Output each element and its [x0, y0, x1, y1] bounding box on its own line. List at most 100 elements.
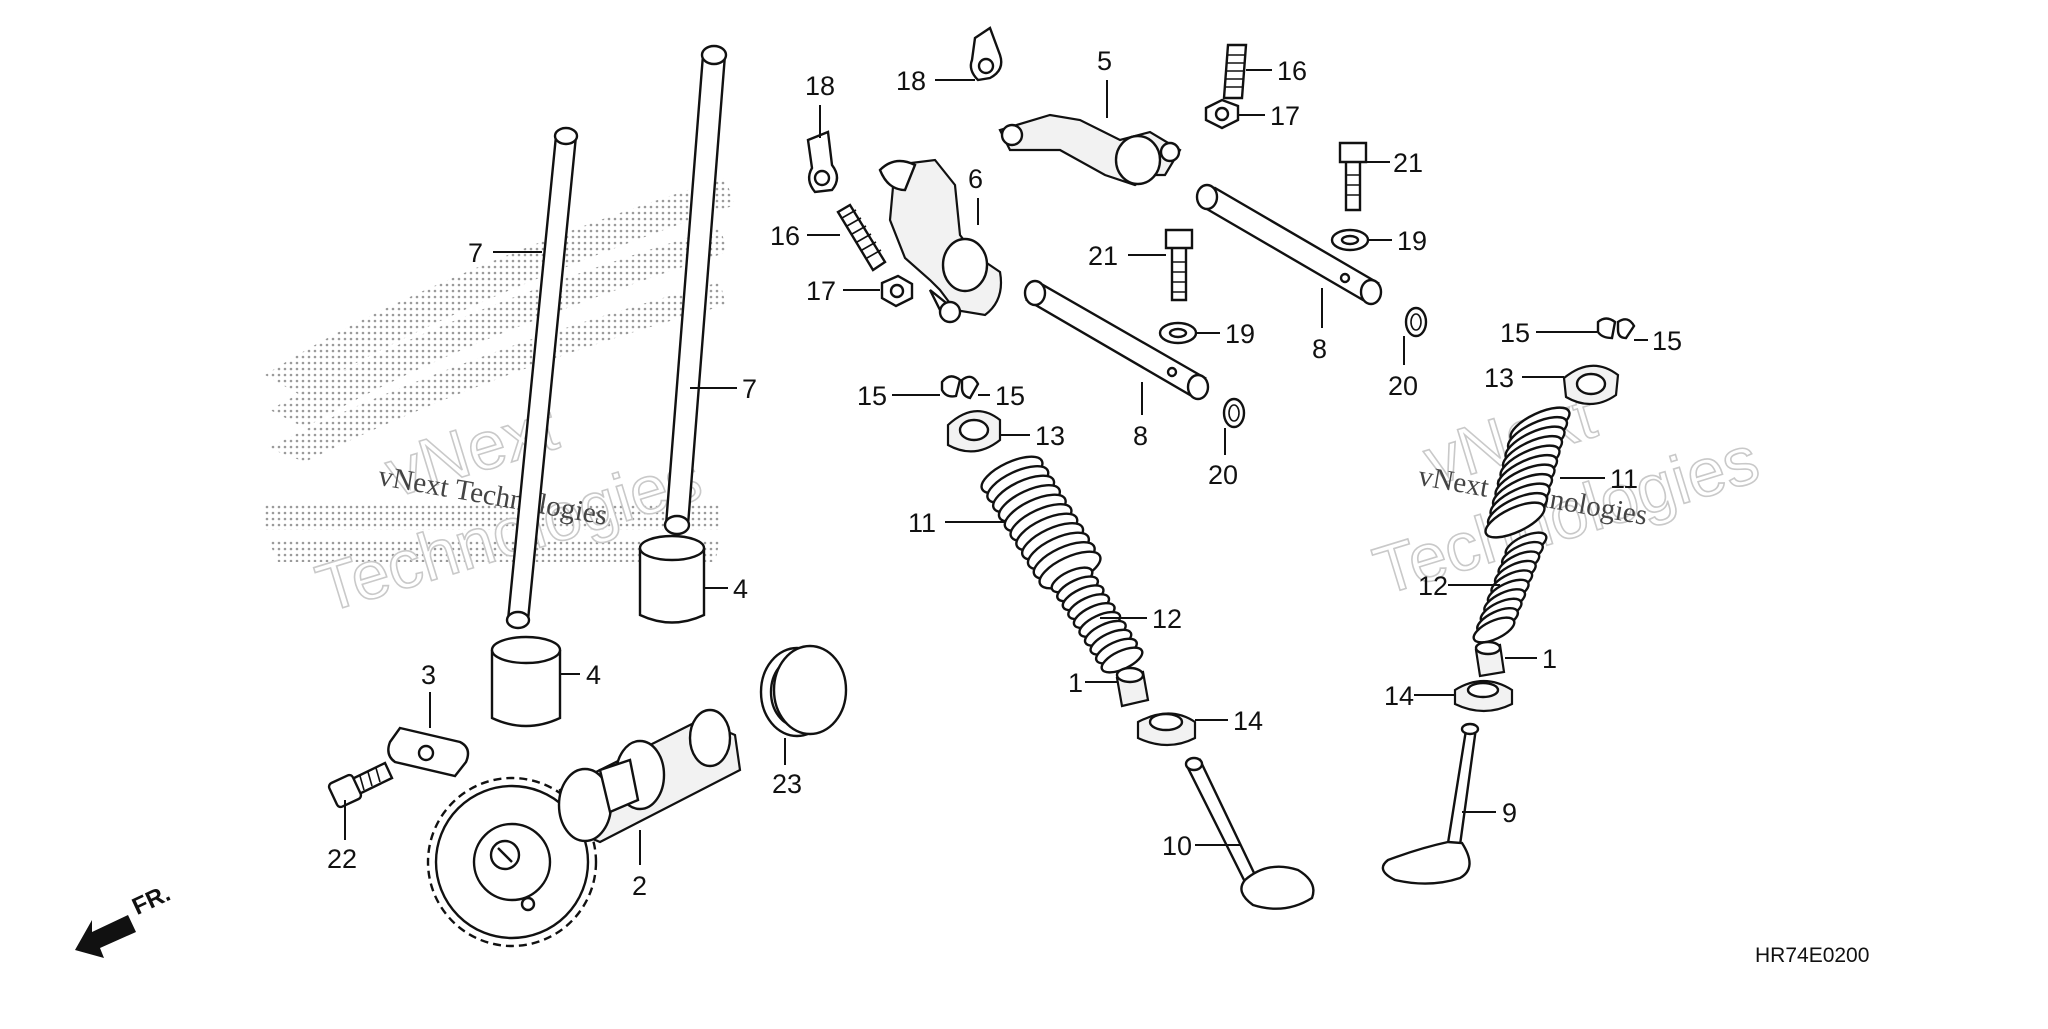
callout-13: 13 — [1000, 421, 1065, 451]
callout-number: 15 — [857, 381, 887, 411]
callout-4: 4 — [704, 574, 748, 604]
adjust-nut-left — [880, 274, 914, 308]
callout-number: 14 — [1384, 681, 1414, 711]
bearing — [759, 644, 848, 738]
callout-number: 11 — [908, 508, 936, 538]
o-ring-lower — [1222, 397, 1246, 429]
callout-21: 21 — [1088, 241, 1166, 271]
callout-14: 14 — [1384, 681, 1455, 711]
valve-keepers-right — [1596, 317, 1636, 340]
callout-13: 13 — [1484, 363, 1564, 393]
callout-1: 1 — [1505, 644, 1557, 674]
rocker-shaft-lower — [1023, 279, 1210, 401]
callout-number: 16 — [770, 221, 800, 251]
callout-20: 20 — [1208, 428, 1238, 490]
callout-number: 4 — [586, 660, 601, 690]
callout-14: 14 — [1195, 706, 1263, 736]
callout-16: 16 — [770, 221, 840, 251]
adjust-screw-left — [836, 203, 887, 272]
valve-intake — [1381, 722, 1480, 885]
callout-number: 8 — [1312, 334, 1327, 364]
callout-15: 15 — [1500, 318, 1597, 348]
rocker-arm-left — [878, 158, 1003, 324]
callout-17: 17 — [806, 276, 880, 306]
callout-19: 19 — [1368, 226, 1427, 256]
camshaft-gear — [426, 776, 598, 948]
callout-17: 17 — [1238, 101, 1300, 131]
callout-number: 15 — [995, 381, 1025, 411]
callout-20: 20 — [1388, 336, 1418, 401]
callout-18: 18 — [805, 71, 835, 138]
tappet-lower — [490, 635, 562, 728]
callout-number: 4 — [733, 574, 748, 604]
valve-exhaust — [1184, 756, 1315, 910]
rocker-arm-right — [998, 113, 1182, 187]
adjust-nut-right — [1204, 98, 1240, 130]
callout-number: 7 — [468, 238, 483, 268]
callout-number: 8 — [1133, 421, 1148, 451]
callout-11: 11 — [1560, 464, 1638, 494]
callout-12: 12 — [1100, 604, 1182, 634]
camshaft-body — [557, 708, 742, 844]
bolt-upper — [1338, 141, 1368, 212]
callout-number: 21 — [1393, 148, 1423, 178]
callout-number: 12 — [1418, 571, 1448, 601]
callout-number: 1 — [1542, 644, 1557, 674]
callout-15: 15 — [857, 381, 940, 411]
callout-19: 19 — [1196, 319, 1255, 349]
callout-number: 7 — [742, 374, 757, 404]
spring-coil — [1472, 616, 1516, 644]
callout-number: 20 — [1388, 371, 1418, 401]
callout-number: 1 — [1068, 668, 1083, 698]
callout-number: 11 — [1610, 464, 1638, 494]
callout-10: 10 — [1162, 831, 1240, 861]
clip-left — [806, 130, 839, 194]
callout-number: 22 — [327, 844, 357, 874]
callout-number: 2 — [632, 871, 647, 901]
callout-15: 15 — [1634, 326, 1682, 356]
valve-spring-inner-left — [1050, 566, 1144, 674]
callout-number: 3 — [421, 660, 436, 690]
washer-upper — [1330, 228, 1370, 252]
callout-number: 13 — [1484, 363, 1514, 393]
flange-bolt — [327, 761, 394, 809]
valve-spring-outer-right — [1484, 406, 1571, 539]
push-rod-right — [663, 44, 728, 536]
callout-11: 11 — [908, 508, 1005, 538]
o-ring-upper — [1404, 306, 1428, 338]
callout-3: 3 — [421, 660, 436, 728]
retainer-right — [1562, 364, 1620, 406]
callout-number: 16 — [1277, 56, 1307, 86]
callout-8: 8 — [1133, 382, 1148, 451]
callout-23: 23 — [772, 738, 802, 799]
callout-9: 9 — [1462, 798, 1517, 828]
wing-logo-watermark — [265, 178, 735, 562]
callout-number: 19 — [1397, 226, 1427, 256]
push-rod-left — [505, 126, 579, 630]
callout-6: 6 — [968, 164, 983, 225]
callout-22: 22 — [327, 800, 357, 874]
callout-number: 15 — [1500, 318, 1530, 348]
callout-7: 7 — [468, 238, 542, 268]
valve-spring-inner-right — [1472, 531, 1548, 644]
front-direction-arrow: FR. — [75, 880, 175, 958]
callout-number: 17 — [806, 276, 836, 306]
callout-number: 15 — [1652, 326, 1682, 356]
spring-seat-left — [1136, 712, 1197, 747]
rocker-shaft-upper — [1195, 183, 1383, 306]
callout-number: 10 — [1162, 831, 1192, 861]
callout-8: 8 — [1312, 288, 1327, 364]
callout-number: 17 — [1270, 101, 1300, 131]
svg-text:FR.: FR. — [128, 880, 174, 921]
callout-number: 18 — [805, 71, 835, 101]
tappet-upper — [638, 534, 706, 624]
callout-4: 4 — [560, 660, 601, 690]
stem-seal-right — [1474, 640, 1506, 678]
callout-number: 19 — [1225, 319, 1255, 349]
callout-number: 9 — [1502, 798, 1517, 828]
valve-keepers-left — [940, 375, 980, 400]
spring-seat-right — [1453, 679, 1514, 713]
